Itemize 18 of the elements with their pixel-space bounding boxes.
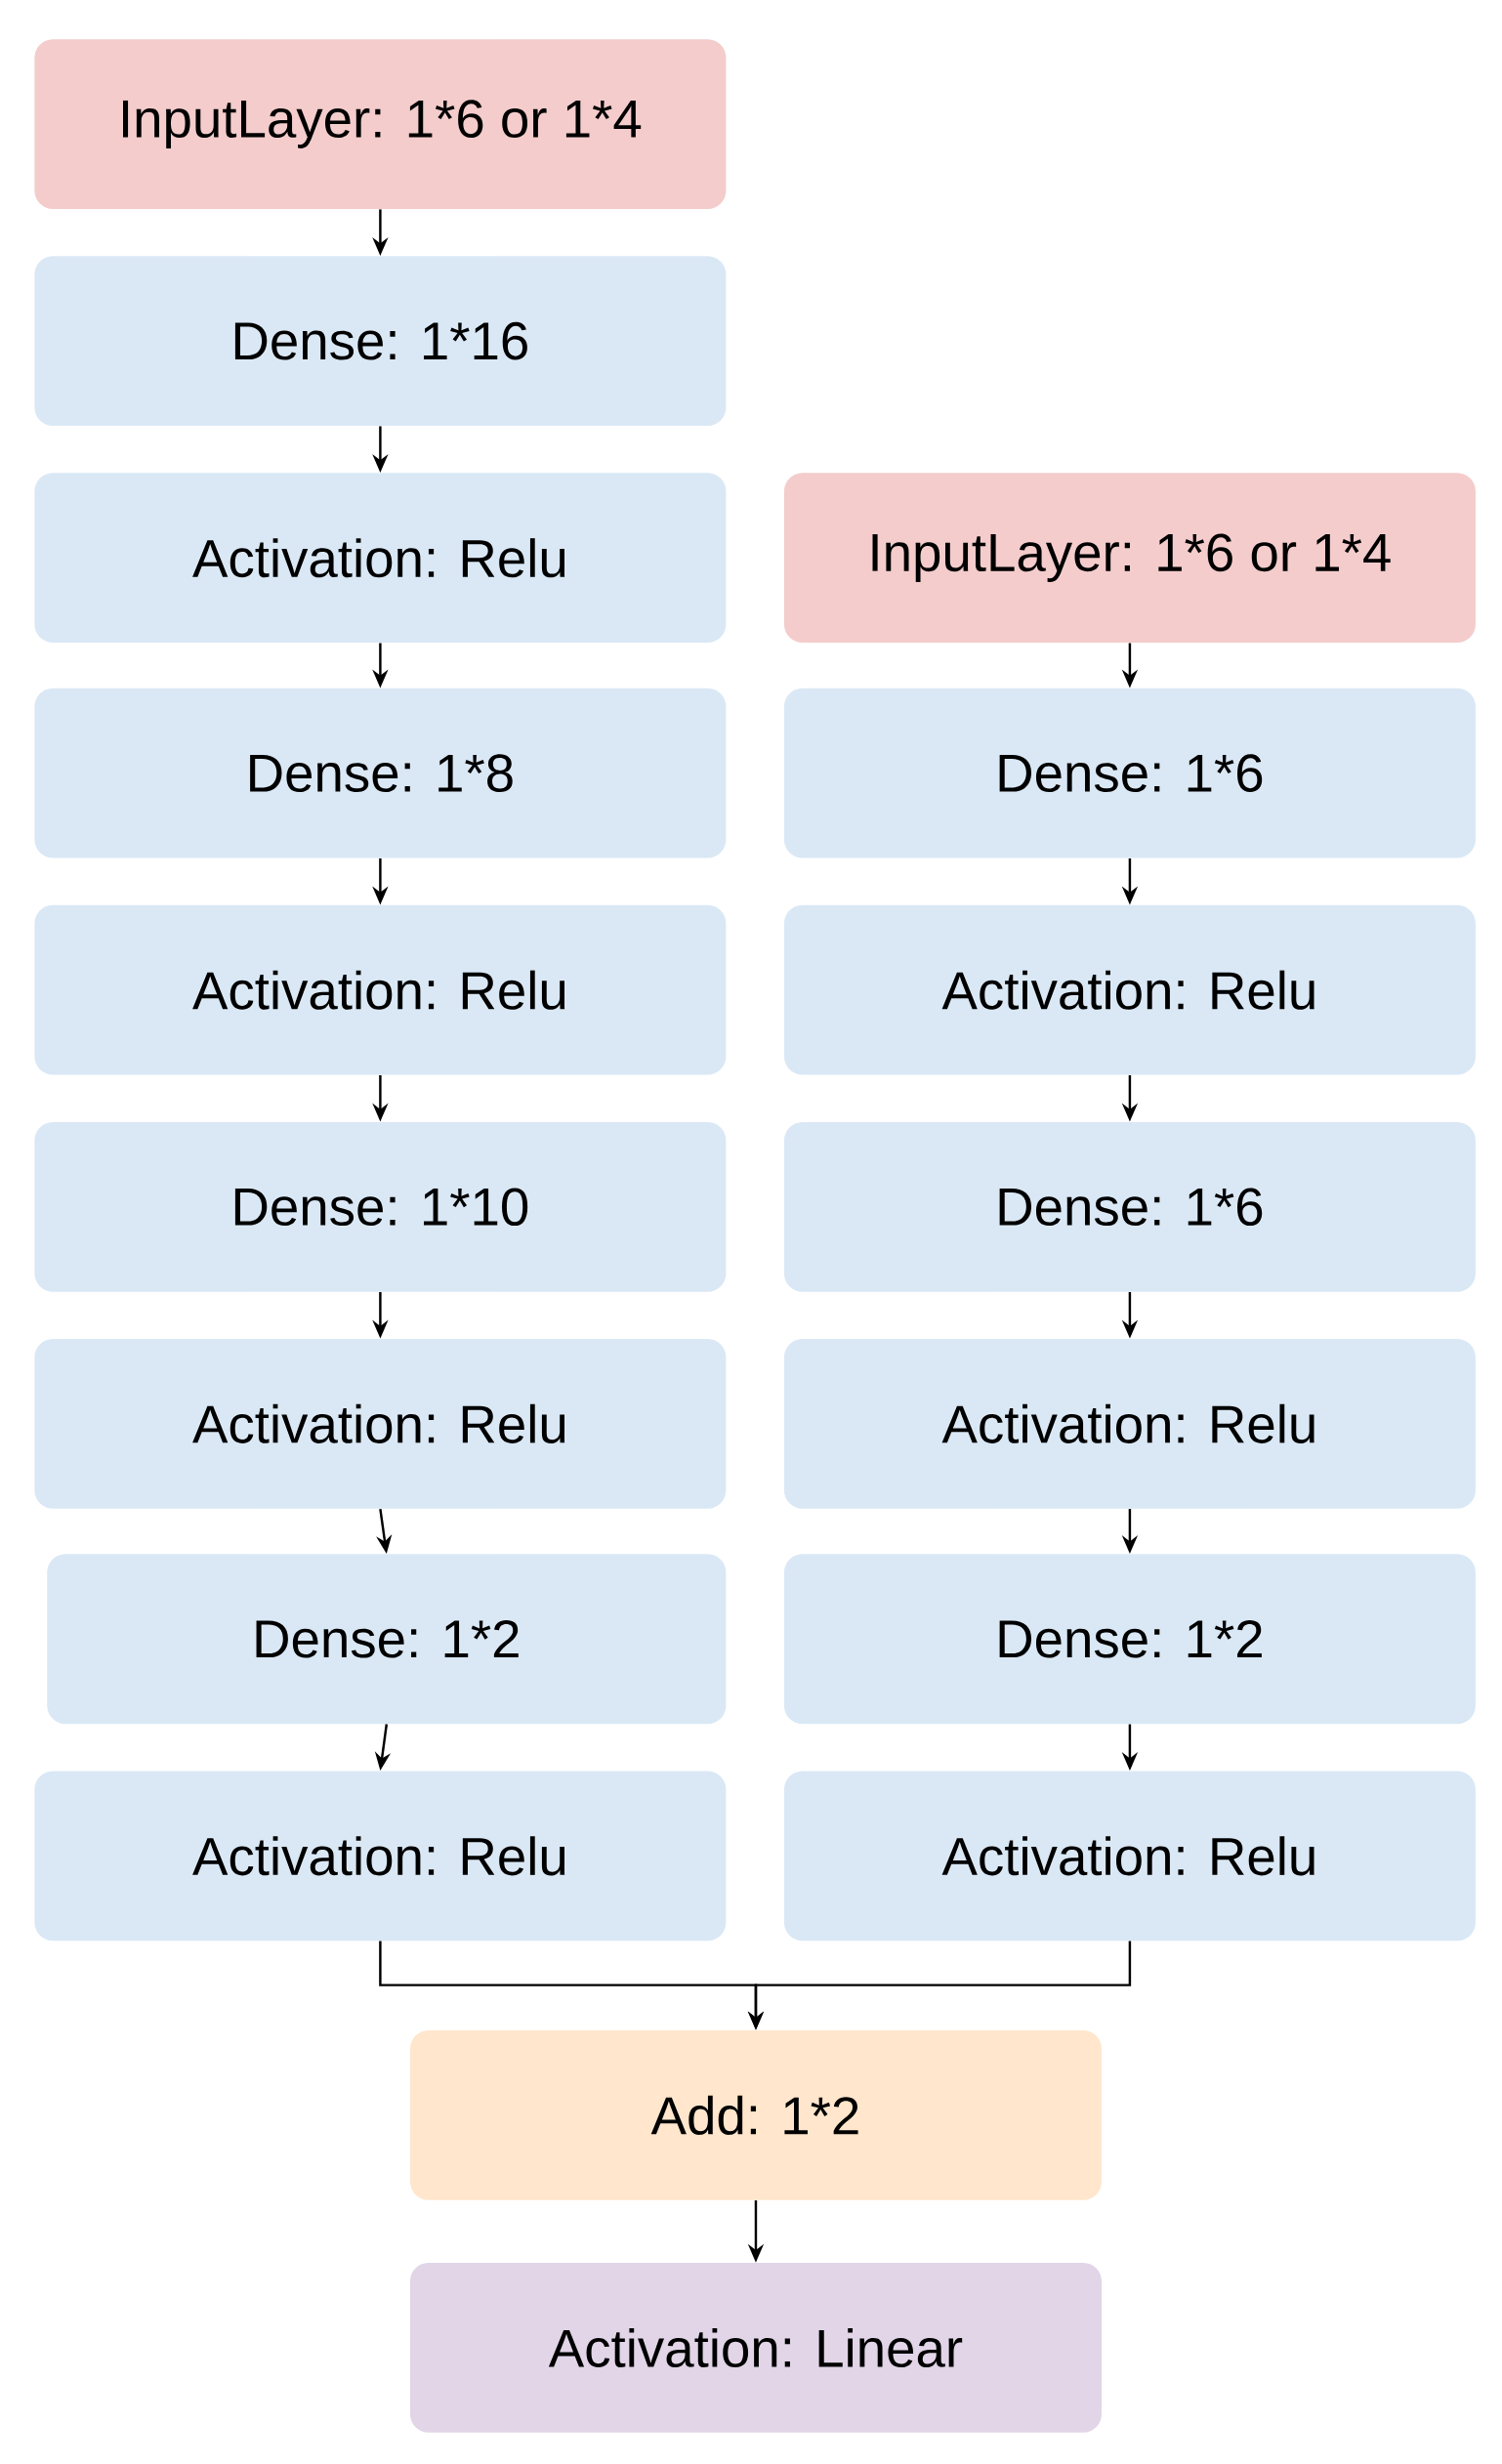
layer-box: Dense: 1*8 — [34, 688, 727, 858]
layer-box: Dense: 1*6 — [783, 688, 1476, 858]
layer-box: Activation: Linear — [409, 2263, 1102, 2433]
layer-box: Activation: Relu — [783, 904, 1476, 1075]
layer-box: Dense: 1*2 — [783, 1554, 1476, 1725]
layer-box: InputLayer: 1*6 or 1*4 — [34, 39, 727, 209]
layer-box: Activation: Relu — [783, 1338, 1476, 1509]
layer-box: Dense: 1*10 — [34, 1121, 727, 1292]
layer-box: Dense: 1*6 — [783, 1121, 1476, 1292]
layer-box: Activation: Relu — [34, 473, 727, 644]
layer-box: Activation: Relu — [34, 1338, 727, 1509]
layer-box: Activation: Relu — [34, 1771, 727, 1942]
layer-box: Dense: 1*16 — [34, 256, 727, 427]
layer-box: Activation: Relu — [34, 904, 727, 1075]
layer-box: Dense: 1*2 — [47, 1554, 727, 1725]
layer-box: Add: 1*2 — [409, 2029, 1102, 2200]
layer-box: Activation: Relu — [783, 1771, 1476, 1942]
layer-box: InputLayer: 1*6 or 1*4 — [783, 473, 1476, 644]
